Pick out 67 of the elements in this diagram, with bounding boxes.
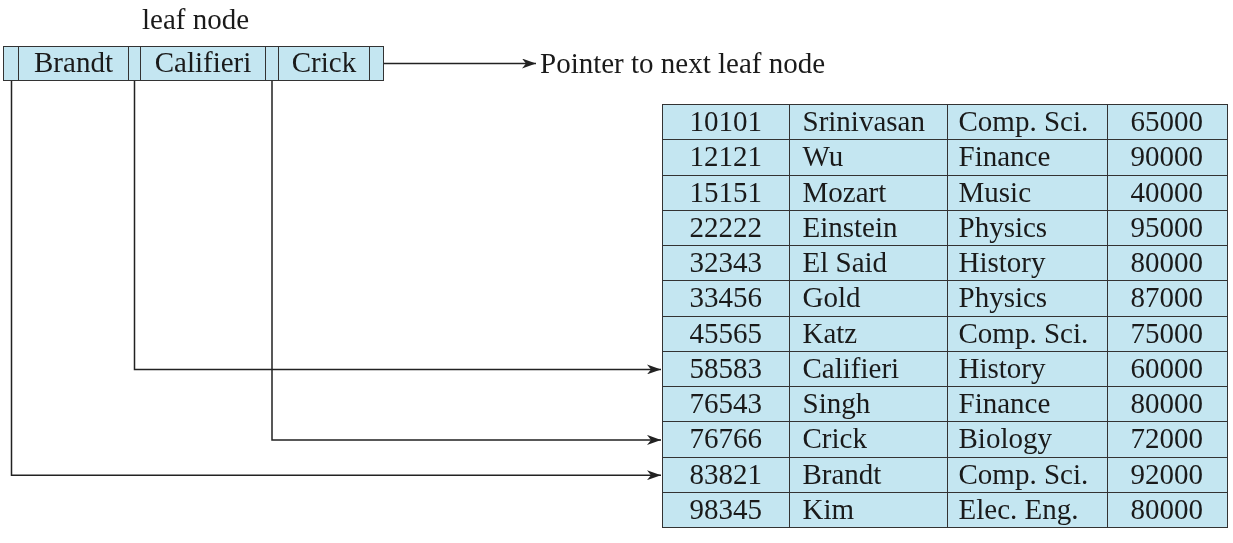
arrow: [271, 79, 662, 445]
table-cell: 60000: [1106, 351, 1226, 386]
table-cell: Comp. Sci.: [946, 457, 1107, 492]
table-row: [662, 210, 1228, 246]
table-cell: Biology: [946, 422, 1107, 457]
table-cell: Kim: [788, 492, 947, 527]
table-row: [662, 422, 1228, 458]
table-cell-text: 12121: [688, 140, 763, 175]
table-cell: Physics: [946, 281, 1107, 316]
table-row: [662, 246, 1228, 282]
table-cell: History: [946, 351, 1107, 386]
table-cell-text: 45565: [688, 316, 763, 351]
table-row: [662, 103, 1228, 141]
table-cell-text: 83821: [688, 457, 763, 492]
table-row: [662, 351, 1228, 387]
table-cell-text: 58583: [688, 351, 763, 386]
table-cell: 92000: [1106, 457, 1226, 492]
pointer-cell: [128, 47, 141, 80]
table-cell: Srinivasan: [788, 104, 947, 140]
arrow: [133, 79, 662, 375]
table-cell-text: 15151: [688, 175, 763, 210]
table-cell-text: 33456: [688, 281, 763, 316]
table-cell: 80000: [1106, 246, 1226, 281]
table-cell: Music: [946, 175, 1107, 210]
table-row: [662, 140, 1228, 176]
table-cell-text: 32343: [688, 246, 763, 280]
table-cell: 87000: [1106, 281, 1226, 316]
table-cell: 80000: [1106, 387, 1226, 422]
table-cell-text: 10101: [688, 104, 763, 139]
pointer-cell: [265, 47, 279, 80]
node-heading: leaf node: [142, 2, 250, 36]
table-cell: Einstein: [788, 210, 947, 245]
table-cell: Elec. Eng.: [946, 492, 1107, 527]
table-cell-text: 76543: [688, 387, 763, 421]
table-cell: Comp. Sci.: [946, 104, 1107, 140]
table-cell: Finance: [946, 387, 1107, 422]
table-cell: Physics: [946, 210, 1107, 245]
table-row: [662, 316, 1228, 352]
table-cell: Brandt: [788, 457, 947, 492]
table-cell: Gold: [788, 281, 947, 316]
table-row: [662, 492, 1228, 528]
table-cell: Mozart: [788, 175, 947, 210]
table-cell: Califieri: [788, 351, 947, 386]
table-cell: Wu: [788, 140, 947, 175]
table-row: [662, 387, 1228, 423]
table-cell: 95000: [1106, 210, 1226, 245]
table-row: [662, 281, 1228, 317]
table-cell: 72000: [1106, 422, 1226, 457]
table-cell: 65000: [1106, 104, 1226, 140]
table-cell: Singh: [788, 387, 947, 422]
table-cell: 40000: [1106, 175, 1226, 210]
arrow: [10, 79, 662, 481]
table-row: [662, 457, 1228, 493]
table-cell: 75000: [1106, 316, 1226, 351]
table-row: [662, 175, 1228, 211]
table-cell: Crick: [788, 422, 947, 457]
annotation-text: Pointer to next leaf node: [540, 46, 826, 80]
table-cell-text: 76766: [688, 422, 763, 457]
table-cell: Katz: [788, 316, 947, 351]
table-cell: 90000: [1106, 140, 1226, 175]
table-cell: 80000: [1106, 492, 1226, 527]
table-cell-text: 98345: [688, 492, 763, 527]
table-cell: Comp. Sci.: [946, 316, 1107, 351]
table-cell: El Said: [788, 246, 947, 281]
table-cell: History: [946, 246, 1107, 281]
table-cell-text: 22222: [688, 210, 763, 245]
table-cell: Finance: [946, 140, 1107, 175]
